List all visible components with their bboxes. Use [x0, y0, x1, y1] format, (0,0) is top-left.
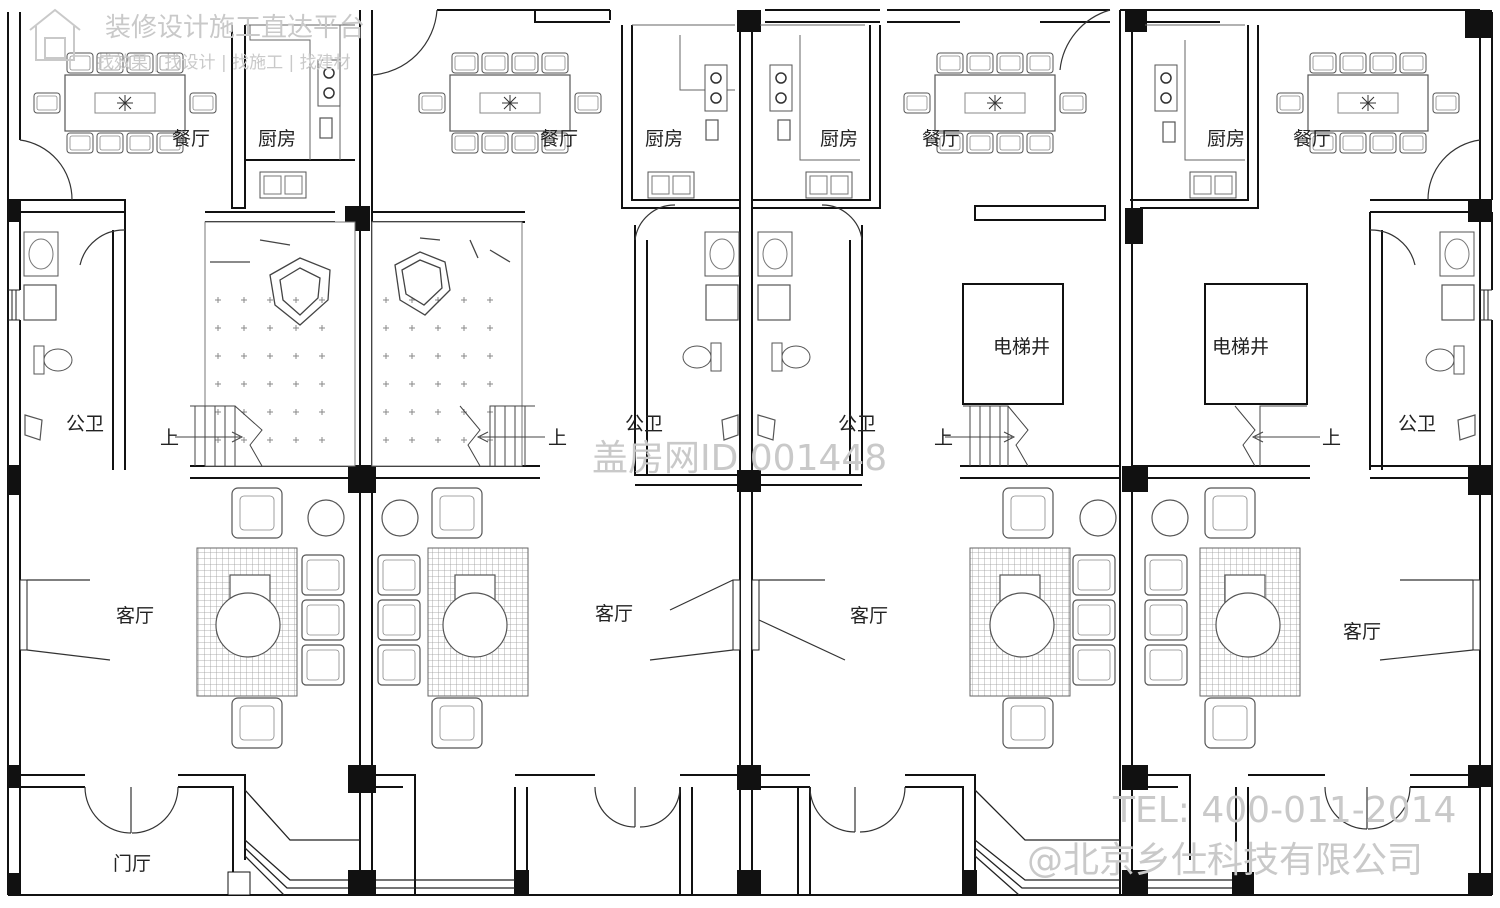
stair-up-1: 上 — [160, 427, 179, 449]
room-labels: 餐厅 厨房 餐厅 厨房 厨房 餐厅 厨房 餐厅 公卫 公卫 公卫 公卫 电梯井 … — [66, 128, 1436, 875]
bathroom-fixtures — [23, 231, 1476, 441]
columns — [7, 10, 1492, 896]
label-living-4: 客厅 — [1343, 621, 1381, 643]
label-kitchen-2: 厨房 — [645, 128, 683, 150]
kitchen-fixtures — [245, 24, 1245, 199]
label-living-1: 客厅 — [116, 605, 154, 627]
label-toilet-3: 公卫 — [838, 413, 876, 435]
stairs — [175, 405, 1320, 467]
label-kitchen-1: 厨房 — [258, 128, 296, 150]
label-dining-4: 餐厅 — [1293, 128, 1331, 150]
stair-up-3: 上 — [934, 427, 953, 449]
label-toilet-4: 公卫 — [1398, 413, 1436, 435]
watermark-tel: TEL: 400-011-2014 — [1112, 790, 1456, 831]
dining-table-4 — [1276, 52, 1460, 154]
label-dining-1: 餐厅 — [172, 128, 210, 150]
label-dining-3: 餐厅 — [922, 128, 960, 150]
label-living-2: 客厅 — [595, 603, 633, 625]
label-toilet-2: 公卫 — [625, 413, 663, 435]
watermark-top-title: 装修设计施工直达平台 — [105, 13, 365, 43]
side-windows — [8, 289, 1492, 651]
door-swings — [19, 9, 1481, 834]
label-elevator-2: 电梯井 — [1212, 336, 1269, 358]
label-elevator-1: 电梯井 — [993, 336, 1050, 358]
bay-windows — [244, 789, 1236, 896]
label-foyer: 门厅 — [113, 853, 151, 875]
stair-up-4: 上 — [1322, 427, 1341, 449]
watermark-top-sub: 找效果 | 找设计 | 找施工 | 找建材 — [97, 53, 351, 73]
logo-house-icon — [29, 8, 81, 61]
label-toilet-1: 公卫 — [66, 413, 104, 435]
dining-table-2 — [418, 52, 602, 154]
label-kitchen-3: 厨房 — [820, 128, 858, 150]
dining-table-1 — [33, 52, 217, 154]
watermark-center-id: 盖房网ID 001448 — [592, 438, 887, 479]
stair-up-2: 上 — [548, 427, 567, 449]
label-kitchen-4: 厨房 — [1207, 128, 1245, 150]
courtyards — [204, 221, 523, 467]
living-room-sets — [196, 487, 1301, 749]
label-living-3: 客厅 — [850, 605, 888, 627]
dining-table-3 — [903, 52, 1087, 154]
watermarks: 装修设计施工直达平台 找效果 | 找设计 | 找施工 | 找建材 盖房网ID 0… — [29, 8, 1456, 881]
dining-tables — [33, 52, 1460, 154]
label-dining-2: 餐厅 — [540, 128, 578, 150]
watermark-company: @北京乡仕科技有限公司 — [1027, 840, 1423, 881]
